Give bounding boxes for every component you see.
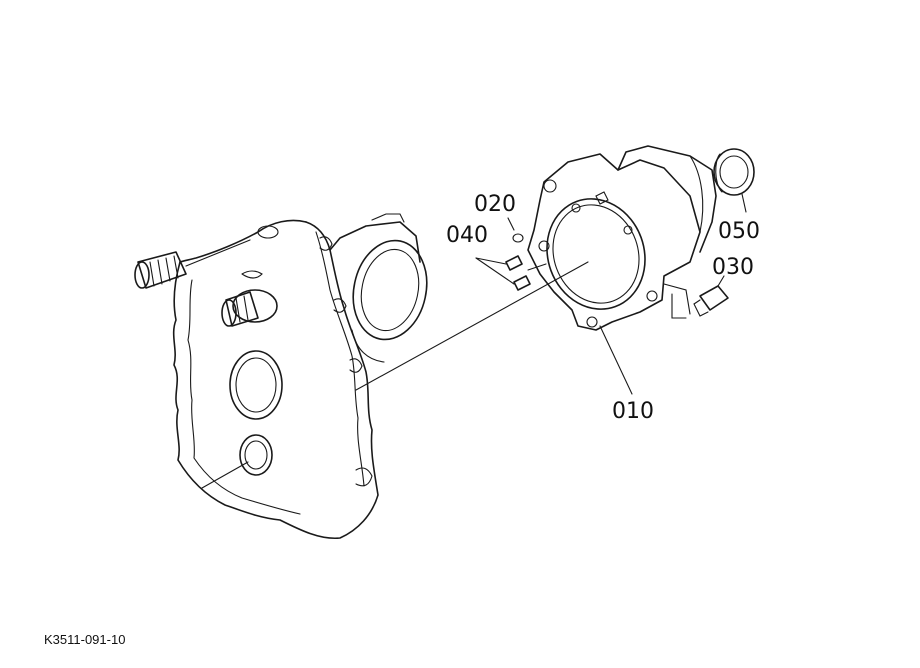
dowel-pins-040 (475, 255, 547, 291)
callout-050: 050 (718, 219, 760, 244)
fitting-030 (693, 275, 729, 317)
o-ring-020 (507, 217, 524, 243)
oil-seal-050 (713, 148, 755, 213)
callout-010: 010 (612, 399, 654, 424)
pump-housing-010 (527, 145, 717, 331)
callout-040: 040 (446, 223, 488, 248)
figure-code: K3511-091-10 (44, 632, 125, 647)
leader-010 (599, 325, 633, 395)
transmission-case (134, 213, 428, 540)
callout-030: 030 (712, 255, 754, 280)
callout-020: 020 (474, 192, 516, 217)
assembly-centerline (355, 261, 589, 391)
